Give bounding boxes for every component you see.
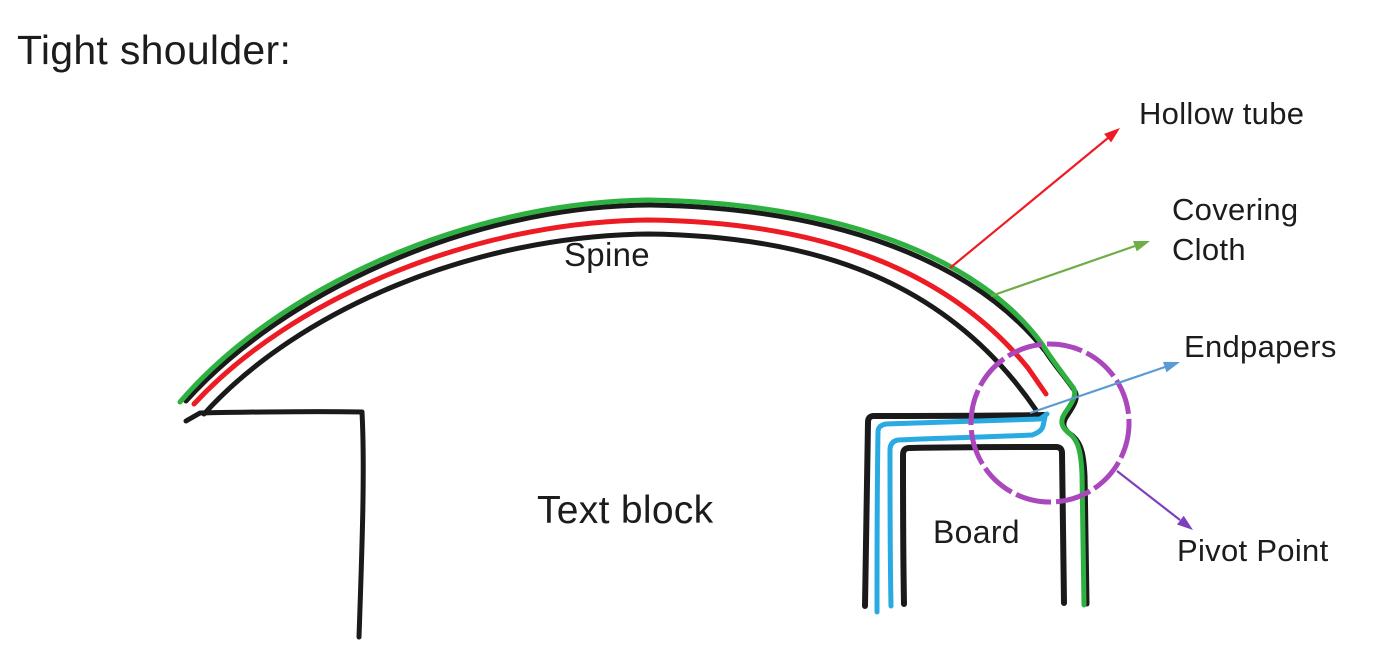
endpapers-arrow-line	[1029, 365, 1166, 415]
pivot-point-label: Pivot Point	[1177, 533, 1329, 568]
pivot-point-arrow-line	[1116, 470, 1181, 521]
text-block-label: Text block	[537, 489, 714, 532]
covering-cloth-arrow-line	[990, 244, 1136, 298]
board-label: Board	[933, 514, 1020, 550]
pivot-highlight-circle	[968, 341, 1132, 505]
covering-cloth-label: Covering Cloth	[1172, 192, 1299, 268]
endpaper-outer-line	[874, 411, 1050, 615]
hollow-tube-label: Hollow tube	[1139, 96, 1305, 131]
board-inner-outline	[900, 444, 1067, 607]
hollow-tube-arrowhead-icon	[1104, 128, 1120, 143]
page-title: Tight shoulder:	[17, 27, 292, 73]
pivot-point-arrowhead-icon	[1177, 515, 1193, 530]
spine-label: Spine	[564, 236, 650, 273]
covering-cloth-arrowhead-icon	[1133, 241, 1150, 252]
endpapers-label: Endpapers	[1184, 329, 1337, 364]
text-block-outline	[183, 409, 366, 640]
hollow-tube-arrow-line	[949, 137, 1109, 269]
endpaper-inner-line	[887, 414, 1048, 609]
endpapers-arrowhead-icon	[1163, 361, 1180, 373]
hollow-tube-line	[191, 217, 1049, 407]
covering-cloth-line	[177, 197, 1087, 608]
spine-inner-outline	[201, 231, 1039, 417]
